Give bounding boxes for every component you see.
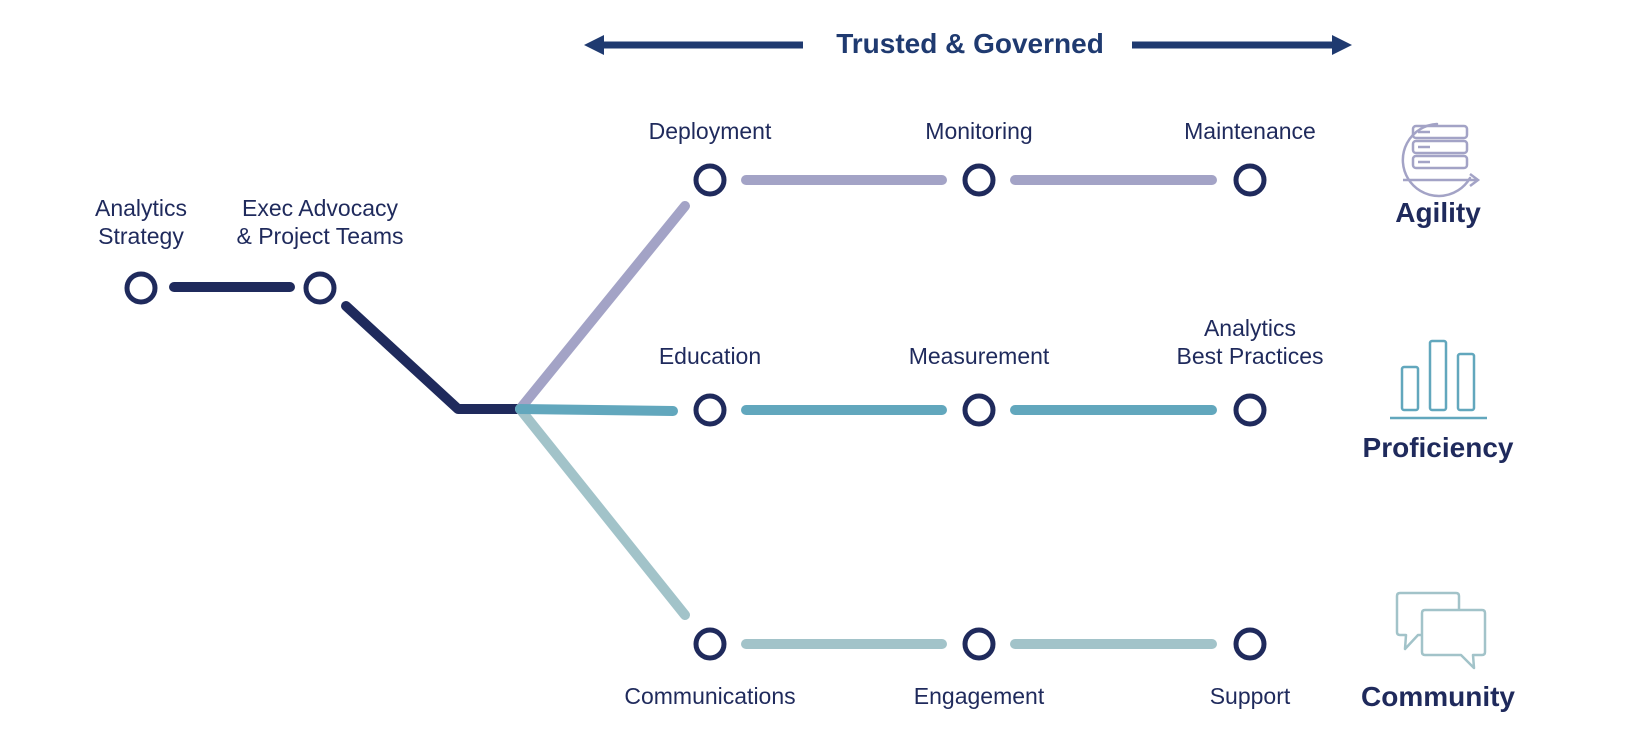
label-analytics-strategy: Analytics Strategy (95, 194, 187, 250)
label-communications: Communications (624, 683, 796, 709)
community-branch (515, 404, 690, 620)
nodes (124, 163, 1267, 661)
label-line: Strategy (98, 223, 184, 249)
node-deployment (693, 163, 727, 197)
label-maintenance: Maintenance (1184, 118, 1316, 144)
node-measurement (962, 393, 996, 427)
chat-bubbles-icon (1395, 591, 1487, 670)
label-measurement: Measurement (908, 343, 1050, 369)
node-support (1233, 627, 1267, 661)
foundation-path (169, 282, 525, 414)
node-monitoring (962, 163, 996, 197)
label-education: Education (658, 343, 762, 369)
label-support: Support (1209, 683, 1291, 709)
track-connectors (741, 175, 1217, 649)
banner-title: Trusted & Governed (836, 28, 1104, 59)
heading-agility: Agility (1395, 197, 1481, 228)
label-line: & Project Teams (236, 223, 404, 249)
node-analytics-best-practices (1233, 393, 1267, 427)
left-arrow-head (584, 35, 604, 55)
label-line: Exec Advocacy (242, 195, 398, 221)
label-deployment: Deployment (648, 118, 772, 144)
label-analytics-best-practices: Analytics Best Practices (1177, 314, 1324, 370)
node-engagement (962, 627, 996, 661)
node-communications (693, 627, 727, 661)
bar-chart-icon (1390, 339, 1487, 420)
node-maintenance (1233, 163, 1267, 197)
label-line: Analytics (1203, 315, 1297, 341)
node-education (693, 393, 727, 427)
node-analytics-strategy (124, 271, 158, 305)
right-arrow-head (1332, 35, 1352, 55)
label-line: Best Practices (1176, 343, 1324, 369)
node-exec-advocacy (303, 271, 337, 305)
heading-community: Community (1361, 681, 1515, 712)
branch-lines (515, 201, 690, 620)
label-line: Analytics (94, 195, 188, 221)
label-engagement: Engagement (913, 683, 1045, 709)
label-exec-advocacy: Exec Advocacy & Project Teams (236, 194, 403, 250)
heading-proficiency: Proficiency (1362, 432, 1514, 463)
banner-arrows (584, 35, 1352, 55)
server-stack-icon (1401, 122, 1481, 198)
agility-branch (515, 201, 690, 414)
proficiency-branch (515, 404, 678, 416)
label-monitoring: Monitoring (925, 118, 1033, 144)
foundation-segment-2 (341, 301, 525, 414)
